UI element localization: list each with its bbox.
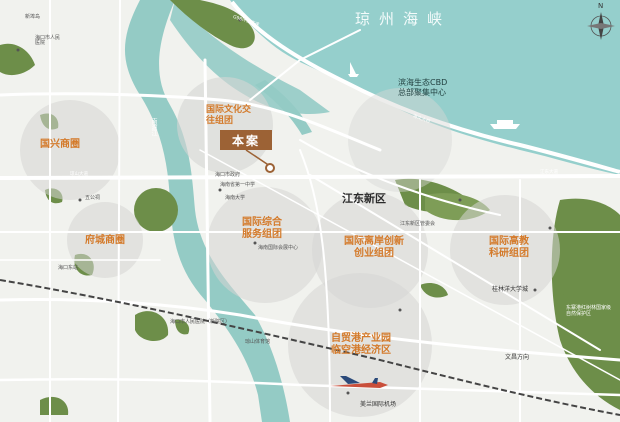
place-label: 海南大学 — [225, 195, 246, 201]
place-label: 琼山体育馆 — [245, 339, 271, 345]
river-label: 南渡江 — [150, 118, 157, 136]
district-label-offshore: 国际离岸创新创业组团 — [344, 236, 404, 259]
place-label: 江东新区管委会 — [400, 221, 436, 227]
project-marker: 本案 — [220, 130, 272, 150]
green-area — [0, 43, 35, 76]
road-label-qiongshan: 琼山大道 — [70, 172, 88, 177]
project-pin — [265, 163, 275, 173]
compass-north-label: N — [598, 2, 604, 10]
airplane-icon — [330, 376, 388, 388]
place-label-mangrove: 东寨港红树林国家级自然保护区 — [566, 305, 612, 317]
green-area — [135, 311, 169, 342]
place-label: 海口东站 — [58, 265, 79, 271]
road-label-jiangdong: 江东大道 — [540, 170, 558, 175]
river-delta — [170, 0, 330, 115]
place-label-airport: 美兰国际机场 — [360, 401, 397, 408]
cruise-ship-icon — [490, 120, 520, 129]
green-area — [420, 283, 448, 298]
place-label: 海口市人民医院（新院区） — [170, 319, 231, 325]
place-label: 海口市人民医院 — [35, 35, 61, 46]
district-circle-fucheng — [67, 202, 143, 278]
district-label-fucheng: 府城商圈 — [85, 235, 125, 246]
district-label-jiangdong: 江东新区 — [342, 192, 386, 205]
place-dots — [16, 18, 552, 395]
place-label: 海南国际会展中心 — [258, 245, 299, 251]
green-area — [175, 319, 190, 335]
compass-rose-icon: N — [586, 2, 616, 44]
place-label: 新埠岛 — [25, 14, 41, 20]
place-label-university-town: 桂林洋大学城 — [492, 286, 529, 293]
coastal-road — [230, 0, 620, 174]
place-label: 海口市政府 — [215, 172, 241, 178]
district-label-cbd: 滨海生态CBD总部聚集中心 — [398, 78, 448, 97]
sea-name: 琼州海峡 — [355, 10, 452, 28]
district-label-services: 国际综合服务组团 — [242, 217, 282, 240]
district-label-freeport: 自贸港产业园临空港经济区 — [331, 333, 391, 356]
district-circle-xingshang — [20, 100, 120, 200]
place-label: 五公祠 — [85, 195, 101, 201]
direction-label-wenchang: 文昌方向 — [505, 354, 530, 361]
place-label: 海南省第一中学 — [220, 182, 256, 188]
district-label-edu: 国际高教科研组团 — [489, 236, 529, 259]
district-circle-services — [207, 187, 323, 303]
sea-area — [230, 0, 620, 175]
district-label-cultural: 国际文化交往组团 — [206, 105, 252, 126]
river-island — [134, 188, 178, 232]
green-area — [555, 293, 570, 309]
river-branch — [255, 80, 312, 135]
district-circle-edu — [450, 195, 560, 305]
marker-leader — [245, 149, 271, 167]
district-circle-freeport — [288, 273, 432, 417]
district-label-xingshang: 国兴商圈 — [40, 139, 80, 150]
district-circle-cbd — [348, 88, 452, 192]
sailboat-icon — [348, 62, 359, 77]
green-area — [40, 396, 69, 415]
green-area — [170, 0, 255, 49]
